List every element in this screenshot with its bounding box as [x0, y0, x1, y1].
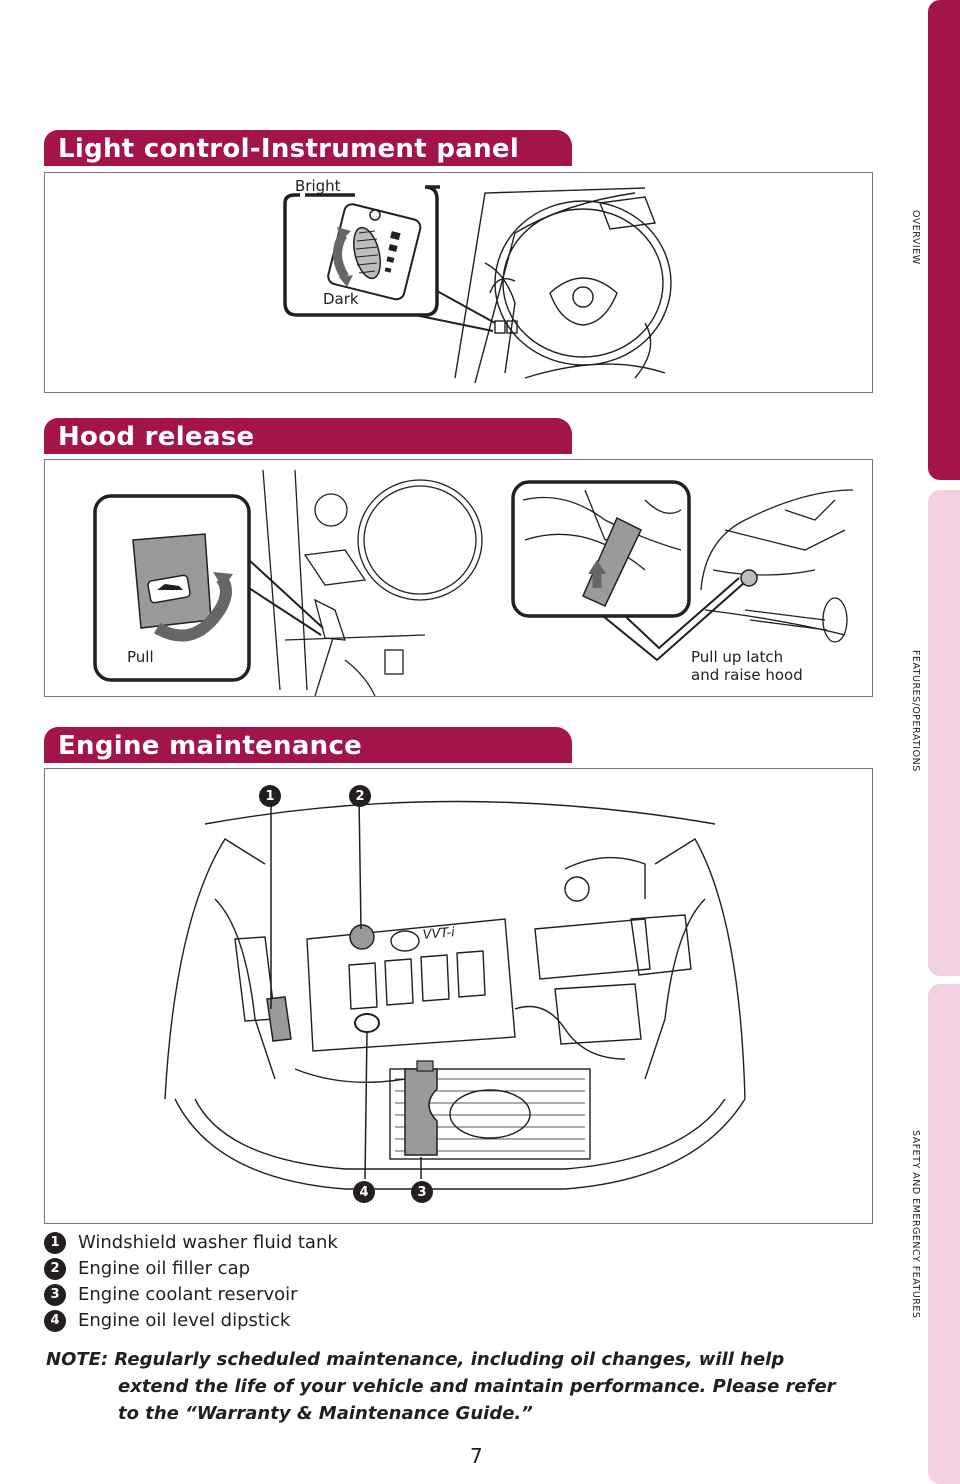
dipstick-shape	[354, 1013, 380, 1033]
section-title-engine-maintenance: Engine maintenance	[44, 727, 572, 763]
section-title-hood-release: Hood release	[44, 418, 572, 454]
section-title-light-control: Light control-Instrument panel	[44, 130, 572, 166]
label-bright: Bright	[295, 177, 341, 195]
legend-number: 2	[44, 1258, 66, 1280]
callout-3: 3	[411, 1181, 433, 1203]
callout-2: 2	[349, 785, 371, 807]
label-dark: Dark	[323, 290, 359, 308]
legend-text: Windshield washer fluid tank	[78, 1232, 338, 1253]
note-line-2: extend the life of your vehicle and main…	[118, 1376, 836, 1397]
legend-number: 3	[44, 1284, 66, 1306]
note-line-1: NOTE: Regularly scheduled maintenance, i…	[46, 1349, 785, 1370]
legend-item: 3 Engine coolant reservoir	[44, 1282, 338, 1308]
legend-item: 4 Engine oil level dipstick	[44, 1308, 338, 1334]
callout-4: 4	[353, 1181, 375, 1203]
oil-filler-cap-shape	[349, 924, 375, 950]
legend-item: 1 Windshield washer fluid tank	[44, 1230, 338, 1256]
tab-overview[interactable]	[928, 0, 960, 480]
coolant-reservoir-shape	[404, 1068, 438, 1156]
label-latch-line-2: and raise hood	[691, 666, 803, 684]
page-number: 7	[470, 1444, 483, 1468]
tab-features-operations[interactable]	[928, 490, 960, 976]
sidebar-label-safety: SAFETY AND EMERGENCY FEATURES	[910, 1130, 921, 1319]
legend-text: Engine oil filler cap	[78, 1258, 251, 1279]
legend-number: 4	[44, 1310, 66, 1332]
legend-item: 2 Engine oil filler cap	[44, 1256, 338, 1282]
note-line-3: to the “Warranty & Maintenance Guide.”	[118, 1403, 533, 1424]
tab-safety-emergency[interactable]	[928, 984, 960, 1484]
legend-number: 1	[44, 1232, 66, 1254]
engine-parts-legend: 1 Windshield washer fluid tank 2 Engine …	[44, 1230, 338, 1334]
light-control-illustration	[283, 185, 672, 384]
sidebar-label-overview: OVERVIEW	[910, 210, 921, 265]
hood-release-illustration	[93, 469, 854, 696]
engine-maintenance-panel: VVT-i 1 2 3 4	[44, 768, 873, 1224]
callout-1: 1	[259, 785, 281, 807]
sidebar-label-features: FEATURES/OPERATIONS	[910, 650, 921, 772]
light-control-panel: Bright Dark	[44, 172, 873, 393]
label-latch-line-1: Pull up latch	[691, 648, 784, 666]
engine-cover-text: VVT-i	[422, 925, 456, 943]
legend-text: Engine coolant reservoir	[78, 1284, 298, 1305]
washer-tank-shape	[266, 996, 292, 1042]
legend-text: Engine oil level dipstick	[78, 1310, 291, 1331]
label-pull: Pull	[127, 648, 154, 666]
hood-release-panel: Pull Pull up latch and raise hood	[44, 459, 873, 697]
engine-bay-illustration: VVT-i	[164, 796, 746, 1190]
label-pull-up-latch: Pull up latch and raise hood	[691, 648, 803, 684]
maintenance-note: NOTE: Regularly scheduled maintenance, i…	[46, 1346, 866, 1427]
